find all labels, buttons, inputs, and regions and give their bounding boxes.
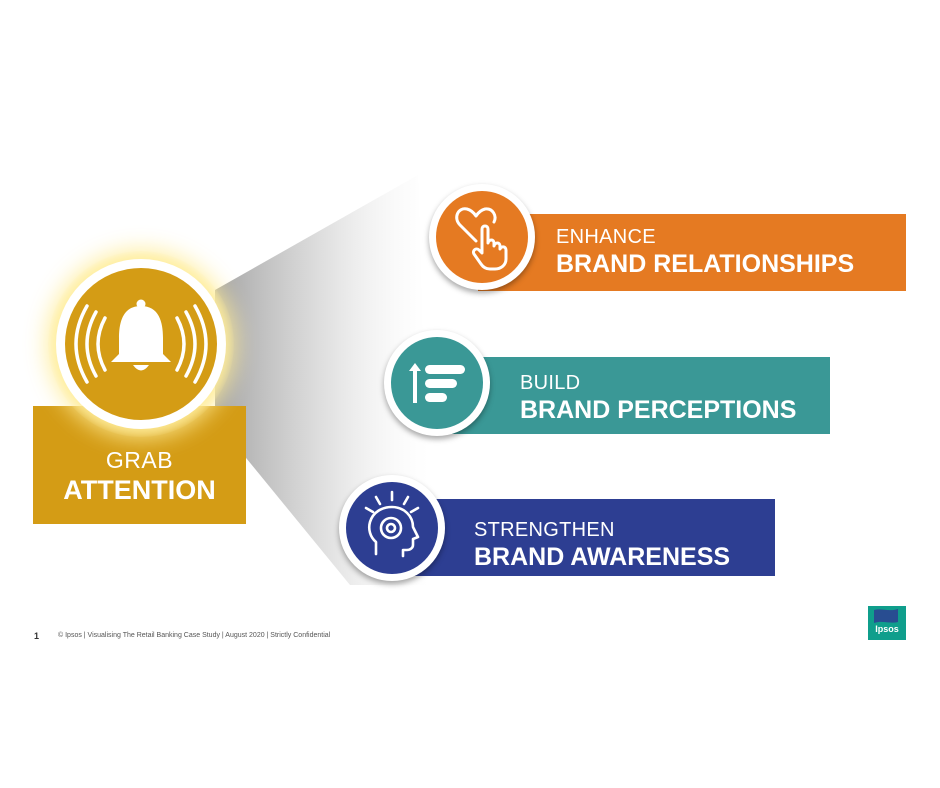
grab-label-line1: GRAB — [105, 447, 174, 473]
build-perceptions-bar — [434, 357, 830, 434]
item1-line1: ENHANCE — [556, 226, 656, 248]
build-icon-circle — [391, 337, 483, 429]
bell-ringing-icon — [74, 299, 208, 384]
ipsos-logo-text: Ipsos — [875, 624, 899, 634]
logo-mark-icon — [868, 606, 906, 640]
strengthen-icon-circle — [346, 482, 438, 574]
strengthen-icon-frame — [339, 475, 445, 581]
enhance-relationships-bar — [478, 214, 906, 291]
strengthen-awareness-bar — [390, 499, 775, 576]
enhance-relationships-label: ENHANCE BRAND RELATIONSHIPS — [556, 225, 854, 279]
ipsos-logo — [868, 606, 906, 640]
build-perceptions-label: BUILD BRAND PERCEPTIONS — [520, 371, 796, 425]
enhance-icon-circle — [436, 191, 528, 283]
grab-attention-label: GRAB ATTENTION — [33, 446, 246, 506]
strengthen-awareness-label: STRENGTHEN BRAND AWARENESS — [474, 518, 730, 572]
footer-text: © Ipsos | Visualising The Retail Banking… — [58, 632, 331, 639]
page-number: 1 — [34, 631, 40, 641]
item3-line2: BRAND AWARENESS — [474, 543, 731, 571]
grab-label-line2: ATTENTION — [63, 475, 216, 505]
bell-circle — [65, 268, 217, 420]
growth-bars-icon — [409, 363, 465, 403]
item2-line1: BUILD — [520, 372, 581, 394]
enhance-icon-frame — [429, 184, 535, 290]
head-idea-icon — [364, 490, 420, 558]
item1-line2: BRAND RELATIONSHIPS — [556, 250, 855, 278]
item3-line1: STRENGTHEN — [474, 519, 615, 541]
heart-hand-icon — [455, 207, 508, 271]
item2-line2: BRAND PERCEPTIONS — [520, 396, 797, 424]
build-icon-frame — [384, 330, 490, 436]
